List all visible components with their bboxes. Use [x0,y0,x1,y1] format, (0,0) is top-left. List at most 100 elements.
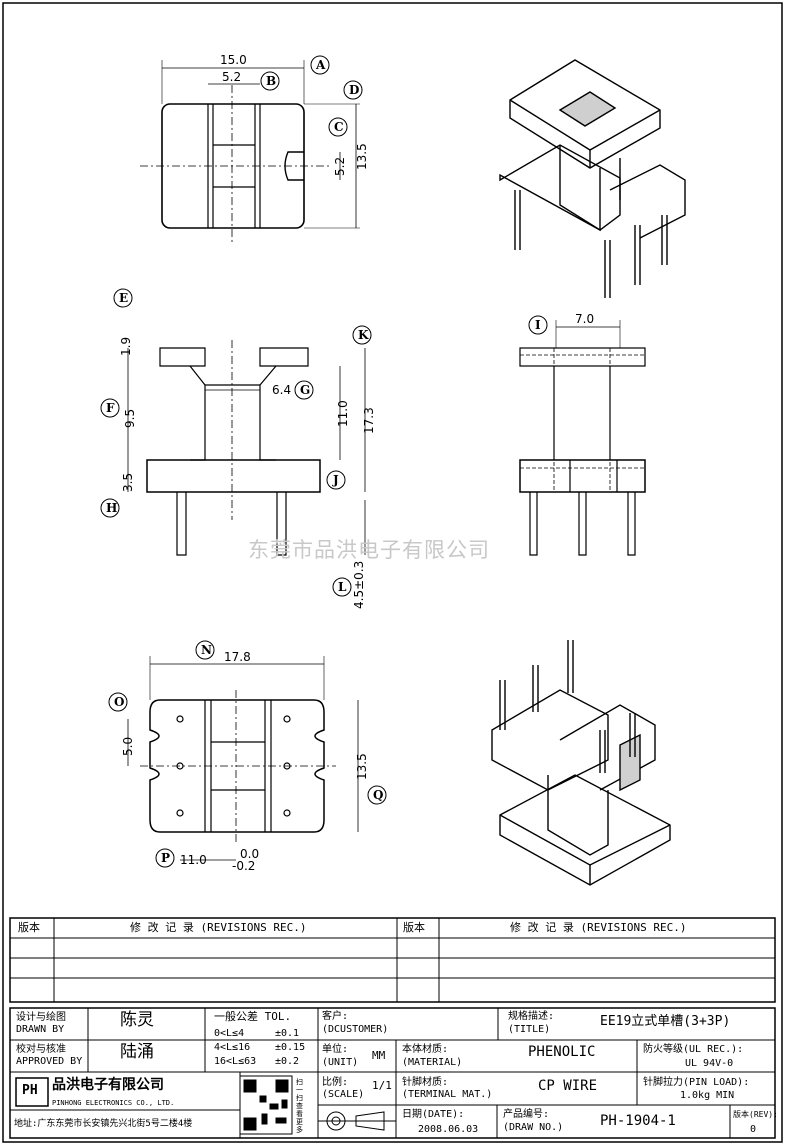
terminal-value: CP WIRE [538,1078,598,1094]
svg-text:E: E [119,291,128,305]
title-value: EE19立式单槽(3+3P) [600,1014,731,1029]
side-view [519,320,646,556]
pinload-value: 1.0kg MIN [680,1090,735,1101]
svg-text:J: J [332,473,339,487]
customer-label-en: (DCUSTOMER) [322,1024,389,1035]
callout-q: Q [367,785,387,805]
dim-bottom-pitch: 5.0 [121,737,135,756]
company-name-en: PINHONG ELECTRONICS CO., LTD. [52,1099,175,1107]
callout-c: C [328,117,348,137]
callout-i: I [528,315,548,335]
drawno-label-en: (DRAW NO.) [503,1122,564,1133]
company-name: 品洪电子有限公司 [52,1077,164,1093]
dim-top-slot-h: 5.2 [333,157,347,176]
tol-val-1: ±0.1 [275,1028,300,1039]
iso-view-bottom [491,640,671,886]
svg-text:C: C [334,120,344,134]
svg-text:F: F [106,401,115,415]
svg-text:A: A [315,58,326,72]
qr-note: 扫一扫查看更多 [296,1078,303,1134]
callout-h: H [100,498,120,518]
flame-value: UL 94V-0 [685,1058,734,1069]
svg-text:H: H [106,501,117,515]
callout-f: F [100,398,120,418]
title-label-en: (TITLE) [508,1024,551,1035]
dim-top-height: 13.5 [355,143,369,170]
rev-col-record-right: 修 改 记 录 (REVISIONS REC.) [510,921,687,934]
callout-g: G [294,380,314,400]
watermark: 东莞市品洪电子有限公司 [248,538,490,562]
svg-text:I: I [535,318,541,332]
dim-bottom-height: 13.5 [355,753,369,780]
title-label: 规格描述: [508,1011,555,1022]
svg-text:G: G [300,383,310,397]
callout-a: A [310,55,330,75]
terminal-label: 针脚材质: [402,1077,449,1088]
callout-p: P [155,848,175,868]
svg-text:B: B [266,74,276,88]
terminal-label-en: (TERMINAL MAT.) [402,1089,493,1100]
material-label: 本体材质: [402,1044,449,1055]
callout-e: E [113,288,133,308]
dim-front-window: 11.0 [336,400,350,427]
rev-col-version-right: 版本 [403,921,425,934]
callout-d: D [343,80,363,100]
bottom-view [127,656,359,861]
svg-text:K: K [358,328,369,342]
dim-front-total: 17.3 [362,407,376,434]
title-block-grid [9,917,776,1139]
unit-value: MM [372,1049,386,1062]
material-value: PHENOLIC [528,1044,596,1060]
callout-k: K [352,325,372,345]
dim-front-flange: 1.9 [119,337,133,356]
svg-text:P: P [161,851,170,865]
dim-front-pin: 4.5±0.3 [352,561,366,609]
svg-text:D: D [349,83,359,97]
tolerance-label: 一般公差 TOL. [214,1010,292,1023]
dim-bottom-tol-minus: -0.2 [232,859,255,873]
svg-text:L: L [338,580,347,594]
approved-by-label-en: APPROVED BY [16,1056,83,1067]
dim-top-width: 15.0 [220,53,247,67]
drawn-by-label-en: DRAWN BY [16,1024,65,1035]
callout-n: N [195,640,215,660]
dim-top-slot: 5.2 [222,70,241,84]
company-address: 地址:广东东莞市长安镇先兴北街5号二楼4楼 [14,1119,193,1129]
iso-view-top [499,59,686,298]
rev-col-version-left: 版本 [18,921,40,934]
scale-label-en: (SCALE) [322,1089,365,1100]
rev-col-record-left: 修 改 记 录 (REVISIONS REC.) [130,921,307,934]
drawno-label: 产品编号: [503,1109,550,1120]
tol-range-2: 4<L≤16 [214,1042,251,1053]
flame-label: 防火等级(UL REC.): [643,1044,744,1055]
scale-label: 比例: [322,1077,349,1088]
company-logo: PH [22,1083,38,1098]
callout-j: J [326,470,346,490]
front-view [127,340,366,556]
pinload-label: 针脚拉力(PIN LOAD): [643,1077,750,1088]
dim-bottom-width: 17.8 [224,650,251,664]
top-view [140,60,360,245]
drawno-value: PH-1904-1 [600,1113,676,1129]
svg-text:O: O [114,695,124,709]
dim-front-core: 9.5 [123,409,137,428]
scale-value: 1/1 [372,1079,392,1092]
date-label: 日期(DATE): [402,1109,465,1120]
svg-text:N: N [201,643,212,657]
rev-value: 0 [750,1124,757,1135]
svg-text:Q: Q [373,788,383,802]
dim-side-width: 7.0 [575,312,594,326]
date-value: 2008.06.03 [418,1124,479,1135]
approved-by-value: 陆涌 [120,1042,154,1062]
dim-bottom-pinpos: 11.0 [180,853,207,867]
drawn-by-value: 陈灵 [120,1010,154,1030]
tol-range-1: 0<L≤4 [214,1028,245,1039]
unit-label: 单位: [322,1044,349,1055]
rev-label: 版本(REV): [733,1110,778,1119]
callout-o: O [108,692,128,712]
callout-l: L [332,577,352,597]
approved-by-label: 校对与核准 [16,1044,66,1055]
callout-b: B [260,71,280,91]
